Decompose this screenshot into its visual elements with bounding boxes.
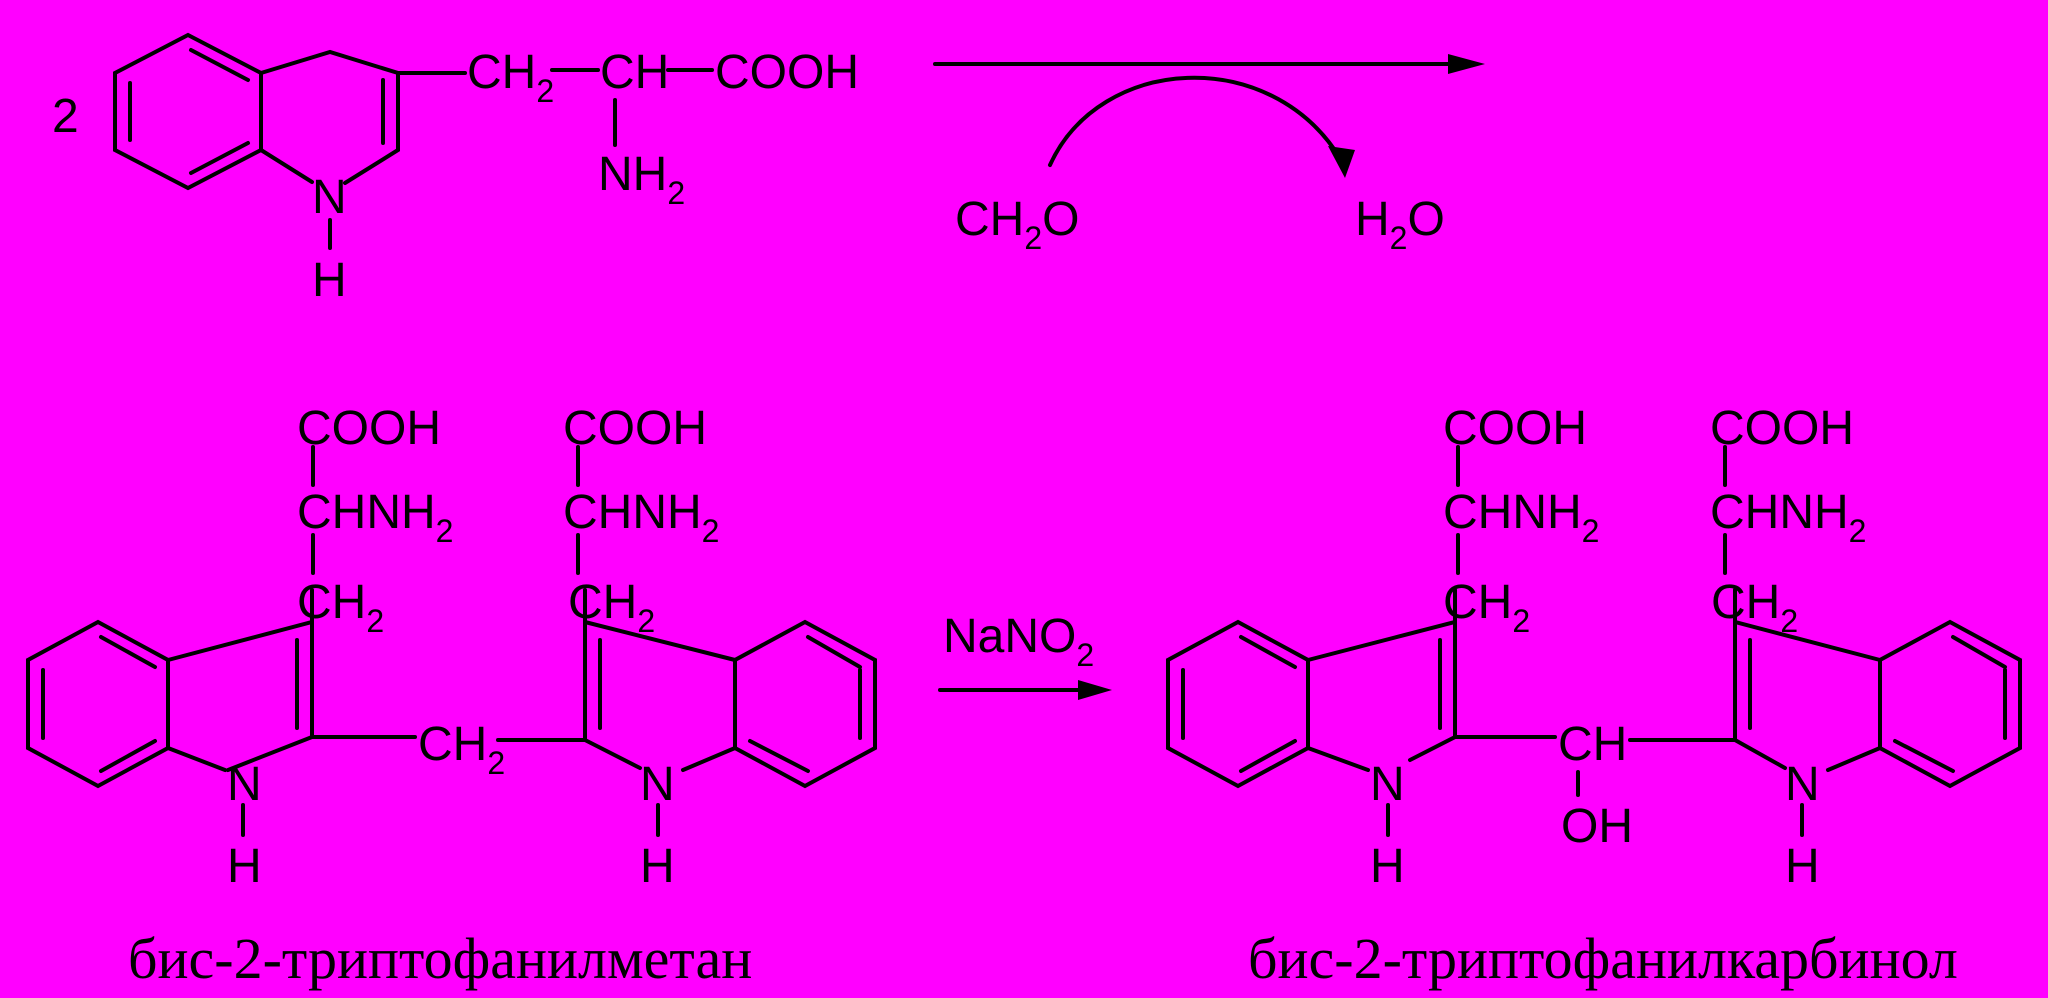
stoichiometric-coefficient: 2 (52, 90, 79, 143)
bridge-ch2-group: CH2 (418, 718, 505, 781)
tryptophan-molecule: 2 N H CH2 CH COOH NH2 (52, 32, 859, 307)
hydrogen-atom: H (312, 254, 347, 307)
nitrogen-atom: N (1370, 758, 1405, 811)
cooh-group: COOH (563, 402, 707, 455)
bis-tryptophanylmethane-molecule: N H CH2 CHNH2 COOH CH2 N H CH2 CHNH2 COO… (26, 402, 877, 893)
cooh-group: COOH (715, 46, 859, 99)
water-label: H2O (1355, 193, 1445, 256)
ch2-group: CH2 (568, 576, 655, 639)
arrow-head (1078, 680, 1112, 700)
benzene-ring-left (1166, 619, 1310, 789)
ch-group: CH (600, 46, 669, 99)
chnh2-group: CHNH2 (1710, 486, 1866, 549)
arrow-head (1448, 54, 1485, 74)
benzene-ring-right (733, 619, 877, 789)
pyrrole-ring-left (1306, 619, 1457, 762)
cooh-group: COOH (297, 402, 441, 455)
caption-left: бис-2-триптофанилметан (128, 926, 752, 991)
chnh2-group: CHNH2 (1443, 486, 1599, 549)
cooh-group: COOH (1710, 402, 1854, 455)
hydrogen-atom: H (227, 840, 262, 893)
amino-group: NH2 (598, 148, 685, 211)
ch2-group: CH2 (297, 576, 384, 639)
cooh-group: COOH (1443, 402, 1587, 455)
reaction-arrow-1: CH2O H2O (933, 54, 1485, 256)
reaction-arrow-2: NaNO2 (938, 610, 1112, 700)
hydrogen-atom: H (1785, 840, 1820, 893)
formaldehyde-label: CH2O (955, 193, 1079, 256)
pyrrole-ring-left (166, 619, 314, 772)
chnh2-group: CHNH2 (297, 486, 453, 549)
chnh2-group: CHNH2 (563, 486, 719, 549)
benzene-ring-right (1878, 619, 2022, 789)
caption-right: бис-2-триптофанилкарбинол (1248, 926, 1958, 991)
ch2-group: CH2 (1711, 576, 1798, 639)
benzene-ring (113, 32, 263, 191)
ch2-group: CH2 (1443, 576, 1530, 639)
bridge-ch-group: CH (1558, 718, 1627, 771)
nitrogen-atom: N (227, 758, 262, 811)
nitrogen-atom: N (640, 758, 675, 811)
ch2-group: CH2 (467, 46, 554, 109)
hydroxyl-group: OH (1561, 800, 1633, 853)
hydrogen-atom: H (640, 840, 675, 893)
nitrogen-atom: N (312, 171, 347, 224)
pyrrole-ring-right (1733, 619, 1882, 742)
benzene-ring-left (26, 619, 170, 789)
curved-arrow-head (1328, 146, 1355, 178)
bis-tryptophanylcarbinol-molecule: N H CH2 CHNH2 COOH CH OH N H CH2 CHNH2 (1166, 402, 2022, 893)
hydrogen-atom: H (1370, 840, 1405, 893)
pyrrole-ring-right (583, 619, 737, 742)
sodium-nitrite-label: NaNO2 (943, 610, 1094, 673)
nitrogen-atom: N (1785, 758, 1820, 811)
